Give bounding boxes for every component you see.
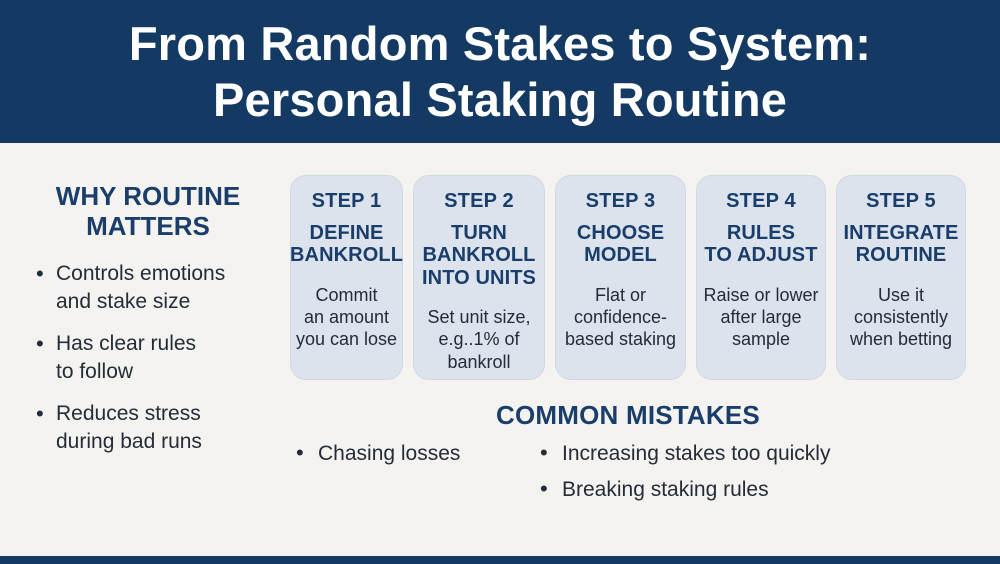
list-item: Chasing losses	[296, 440, 460, 467]
step-1-description: Commit an amount you can lose	[295, 284, 398, 350]
step-2-label: STEP 2	[444, 190, 514, 212]
page-title: From Random Stakes to System: Personal S…	[128, 17, 872, 126]
common-mistakes-heading: COMMON MISTAKES	[496, 400, 760, 430]
steps-row: STEP 1 DEFINE BANKROLL Commit an amount …	[290, 175, 966, 380]
why-routine-bullet-list: Controls emotions and stake size Has cle…	[28, 260, 268, 456]
step-2-description: Set unit size, e.g..1% of bankroll	[427, 307, 531, 372]
footer-accent-bar	[0, 556, 1000, 564]
step-3-label: STEP 3	[585, 190, 656, 212]
step-3-description: Flat or confidence- based staking	[564, 284, 677, 350]
step-card-2: STEP 2 TURN BANKROLL INTO UNITS Set unit…	[413, 175, 545, 380]
step-5-description: Use it consistently when betting	[849, 284, 953, 350]
title-banner: From Random Stakes to System: Personal S…	[0, 0, 1000, 143]
list-item: Increasing stakes too quickly	[540, 440, 830, 467]
step-3-title: CHOOSE MODEL	[576, 222, 665, 267]
list-item: Breaking staking rules	[540, 476, 830, 503]
step-4-title: RULES TO ADJUST	[704, 222, 818, 267]
step-2-title: TURN BANKROLL INTO UNITS	[422, 222, 536, 289]
list-item: Reduces stress during bad runs	[28, 400, 268, 456]
step-card-3: STEP 3 CHOOSE MODEL Flat or confidence- …	[555, 175, 686, 380]
step-1-title: DEFINE BANKROLL	[290, 222, 404, 267]
common-mistakes-column-2: Increasing stakes too quickly Breaking s…	[540, 440, 830, 513]
step-5-label: STEP 5	[866, 190, 936, 212]
why-routine-section: WHY ROUTINE MATTERS Controls emotions an…	[28, 181, 268, 470]
step-4-description: Raise or lower after large sample	[703, 284, 819, 350]
list-item: Controls emotions and stake size	[28, 260, 268, 316]
step-card-4: STEP 4 RULES TO ADJUST Raise or lower af…	[696, 175, 826, 380]
step-4-label: STEP 4	[726, 190, 796, 212]
common-mistakes-column-1: Chasing losses	[296, 440, 460, 477]
step-card-1: STEP 1 DEFINE BANKROLL Commit an amount …	[290, 175, 403, 380]
why-routine-heading: WHY ROUTINE MATTERS	[55, 181, 241, 241]
step-card-5: STEP 5 INTEGRATE ROUTINE Use it consiste…	[836, 175, 966, 380]
step-1-label: STEP 1	[311, 190, 382, 212]
step-5-title: INTEGRATE ROUTINE	[843, 222, 959, 267]
list-item: Has clear rules to follow	[28, 330, 268, 386]
